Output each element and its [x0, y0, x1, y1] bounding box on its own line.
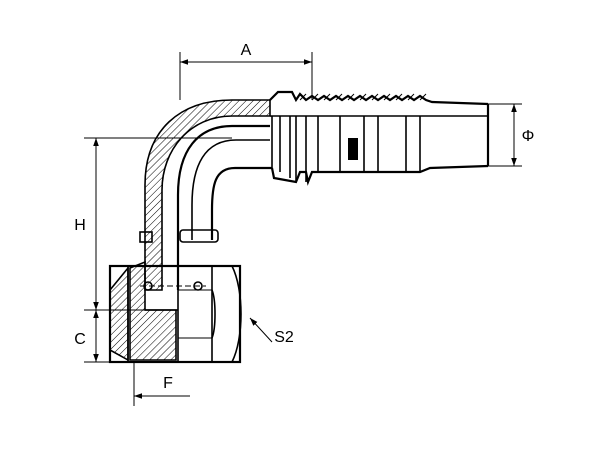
- dimension-phi-label: Φ: [522, 128, 535, 145]
- dimension-h-label: H: [74, 217, 86, 234]
- elbow-body: [144, 99, 272, 291]
- elbow-bore-outline: [176, 124, 270, 290]
- dimension-c-label: C: [74, 331, 86, 348]
- stem-groove: [348, 138, 358, 160]
- dimension-f: F: [134, 375, 190, 399]
- dimension-h: H: [74, 138, 99, 310]
- dimension-f-label: F: [163, 375, 173, 392]
- dimension-a-label: A: [241, 42, 252, 59]
- elbow-outer-outline: [210, 166, 272, 240]
- hose-stem: [269, 90, 490, 186]
- dimension-a: A: [180, 42, 312, 65]
- dimension-c: C: [74, 310, 99, 362]
- swivel-nut: [108, 260, 242, 364]
- stem-thread-hatch: [299, 93, 427, 101]
- dimension-phi: Φ: [511, 104, 535, 166]
- dimension-s2: S2: [249, 317, 294, 346]
- elbow-wall-section: [144, 99, 271, 291]
- lower-collar: [139, 229, 219, 243]
- dimension-s2-label: S2: [274, 329, 294, 346]
- stem-bottom-profile: [270, 164, 489, 186]
- elbow-inner-curve: [191, 139, 270, 240]
